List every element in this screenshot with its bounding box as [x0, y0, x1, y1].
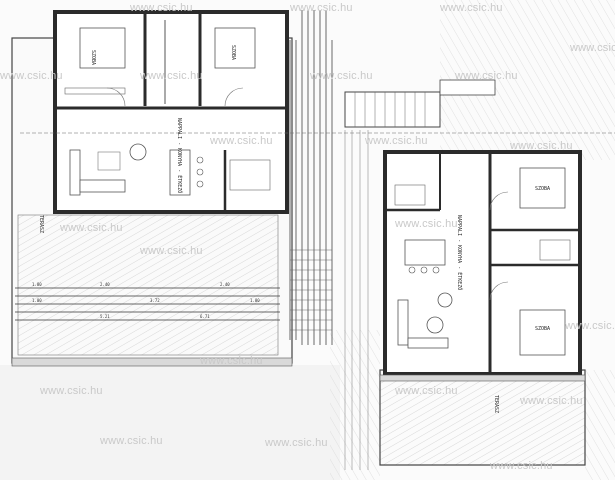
right-edge-strip	[379, 374, 586, 382]
left-unit	[11, 10, 333, 367]
wardrobe-1	[64, 87, 126, 95]
left-dimension-lines	[15, 287, 280, 321]
kitchen-counter-1	[229, 159, 271, 191]
stool-3	[196, 180, 204, 188]
sofa-1	[69, 149, 81, 196]
kitchen-counter-2	[394, 184, 426, 206]
room-label-szoba-4: SZOBA	[535, 326, 550, 332]
sofa-2b	[407, 337, 449, 349]
door-arc-2	[224, 87, 244, 107]
sofa-1b	[79, 179, 126, 193]
bed-1	[79, 27, 126, 69]
room-label-szoba-3: SZOBA	[535, 186, 550, 192]
room-label-terasz-1: TERASZ	[38, 215, 44, 233]
left-stair-treads	[290, 249, 332, 331]
armchair-2	[437, 292, 453, 308]
room-label-szoba-1: SZOBA	[90, 50, 96, 65]
sofa-2	[397, 299, 409, 346]
dim-label-1: 1.80	[32, 282, 42, 287]
left-terrace-hatch	[17, 214, 279, 356]
slope-hatch-right	[585, 370, 615, 480]
coffee-table-2	[426, 316, 444, 334]
bathtub	[539, 239, 571, 261]
kitchen-island-1	[169, 149, 191, 196]
upper-stair	[344, 91, 441, 128]
slope-hatch	[330, 330, 380, 480]
stool-5	[420, 266, 428, 274]
bed-3	[519, 167, 566, 209]
grid-lines	[344, 130, 369, 470]
coffee-table-1	[97, 151, 121, 171]
dim-label-6: 6.71	[200, 314, 210, 319]
ground-area	[0, 365, 340, 480]
door-arc-1	[106, 87, 126, 107]
dim-label-5: 5.21	[100, 314, 110, 319]
armchair-1	[129, 143, 147, 161]
dim-label-3: 1.00	[32, 298, 42, 303]
left-edge-strip	[11, 357, 293, 367]
room-label-terasz-2: TERASZ	[493, 395, 499, 413]
left-stair-lines	[289, 10, 333, 345]
door-arc-3	[489, 191, 509, 211]
bed-4	[519, 309, 566, 356]
stool-6	[432, 266, 440, 274]
right-unit	[379, 150, 586, 466]
stool-4	[408, 266, 416, 274]
bed-2	[214, 27, 256, 69]
dim-label-7: 2.40	[220, 282, 230, 287]
room-label-nappali-1: NAPPALI - KONYHA - ÉTKEZŐ	[176, 118, 184, 193]
dim-label-4: 3.72	[150, 298, 160, 303]
upper-step-block	[439, 79, 496, 96]
kitchen-island-2	[404, 239, 446, 266]
right-terrace	[379, 369, 586, 466]
room-label-szoba-2: SZOBA	[230, 45, 236, 60]
stool-1	[196, 156, 204, 164]
stool-2	[196, 168, 204, 176]
door-arc-4	[489, 281, 509, 301]
dim-label-2: 2.40	[100, 282, 110, 287]
room-label-nappali-2: NAPPALI - KONYHA - ÉTKEZŐ	[456, 215, 464, 290]
upper-stair-block	[344, 79, 496, 128]
dim-label-8: 1.80	[250, 298, 260, 303]
